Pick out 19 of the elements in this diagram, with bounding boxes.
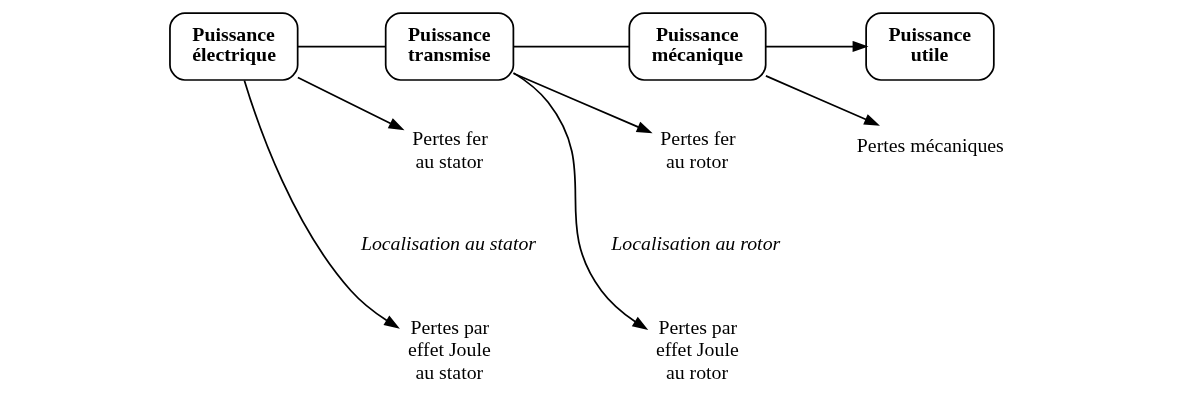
arrow [512,72,648,330]
node-text: Pertes fer au stator [411,127,488,172]
connector [296,45,386,48]
node-text: Pertes par effet Joule au stator [407,315,491,383]
arrow [512,72,653,134]
arrow [296,76,404,131]
node-text: Pertes par effet Joule au rotor [655,315,739,383]
node-text: Pertes mécaniques [856,133,1004,156]
label: Localisation au rotor [610,231,780,254]
arrow [764,74,880,126]
node-box: Puissance électrique [168,12,299,81]
node-box: Puissance transmise [384,12,514,81]
arrow [764,40,868,53]
node-text: Pertes fer au rotor [659,127,736,172]
node-box: Puissance utile [864,12,995,81]
arrow [243,79,400,329]
node-box: Puissance mécanique [627,12,767,81]
label: Localisation au stator [360,231,536,254]
connector [512,45,630,48]
